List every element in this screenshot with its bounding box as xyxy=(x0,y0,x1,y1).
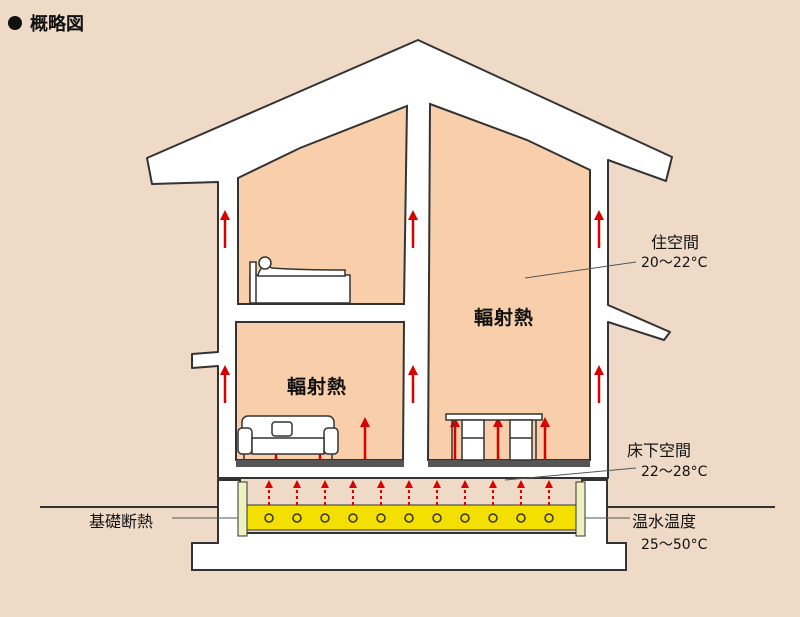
dining-table-icon xyxy=(445,413,543,461)
living-space-label: 住空間 xyxy=(651,233,700,252)
floor-left xyxy=(236,460,404,467)
water-temp-label: 温水温度 xyxy=(632,512,697,531)
wall-heat-arrows xyxy=(220,210,604,403)
diagram-title: 概略図 xyxy=(8,10,84,36)
sofa-icon xyxy=(237,415,339,460)
room-upper-left xyxy=(237,104,409,305)
underfloor-temp-label: 22～28°C xyxy=(641,464,708,480)
house-structure xyxy=(146,39,673,479)
radiant-heat-upper-label: 輻射熱 xyxy=(474,307,535,329)
foundation-insulation-layer xyxy=(237,481,248,537)
bed-with-person-icon xyxy=(249,256,351,304)
floor-right xyxy=(428,460,590,467)
room-right xyxy=(426,102,591,461)
foundation-insulation-label: 基礎断熱 xyxy=(89,512,154,531)
foundation-insulation-layer-right xyxy=(575,481,586,537)
underfloor-heat-arrows xyxy=(265,480,553,505)
living-temp-label: 20～22°C xyxy=(641,255,708,271)
leader-lines xyxy=(172,261,637,519)
water-temp-range-label: 25～50°C xyxy=(641,537,708,553)
underfloor-space-label: 床下空間 xyxy=(627,441,692,460)
water-pipes xyxy=(264,513,554,523)
bullet-icon xyxy=(8,16,22,30)
radiant-heat-lower-label: 輻射熱 xyxy=(287,376,348,398)
title-text: 概略図 xyxy=(30,14,84,35)
